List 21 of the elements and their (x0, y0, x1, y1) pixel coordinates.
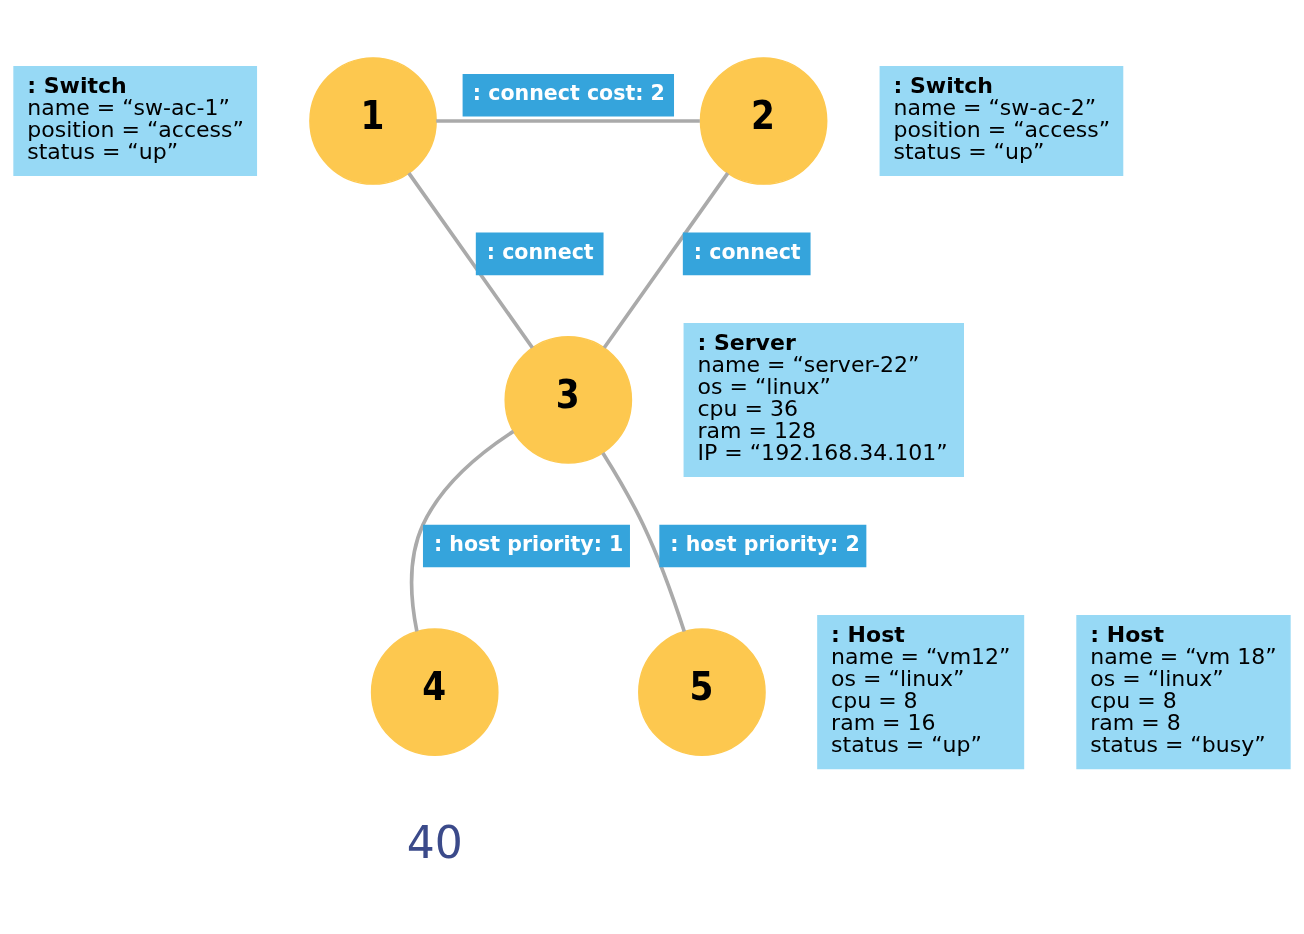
node-circle: 3 (504, 335, 633, 464)
connector (409, 429, 515, 632)
connector (436, 118, 700, 123)
label: 40 (406, 816, 463, 868)
edge-label: : connect cost: 2 (472, 80, 665, 105)
node-box: : Switch name = “sw-ac-1” position = “access” status = “up” (13, 65, 258, 176)
node-circle: 1 (309, 56, 437, 185)
node-box: : Host name = “vm 18” os = “linux” cpu = 8 ram = 8 status = “busy” (1076, 614, 1291, 769)
edge-label: : connect (486, 239, 594, 264)
connector (601, 451, 686, 632)
edge-label: : host priority: 2 (670, 531, 860, 556)
node-box: : Server name = “server-22” os = “linux” cpu = 36 ram = 128 IP = “192.168.34.101” (683, 322, 964, 477)
node-circle: 2 (699, 56, 828, 185)
node-box: : Host name = “vm12” os = “linux” cpu = 8 ram = 16 status = “up” (817, 614, 1025, 769)
node-box: : Switch name = “sw-ac-2” position = “access” status = “up” (879, 65, 1124, 176)
connector (407, 171, 534, 349)
edge-label: : host priority: 1 (433, 531, 624, 556)
edge-label: : connect (693, 239, 801, 264)
node-circle: 5 (638, 627, 766, 756)
connector (602, 171, 730, 349)
node-circle: 4 (370, 627, 499, 756)
